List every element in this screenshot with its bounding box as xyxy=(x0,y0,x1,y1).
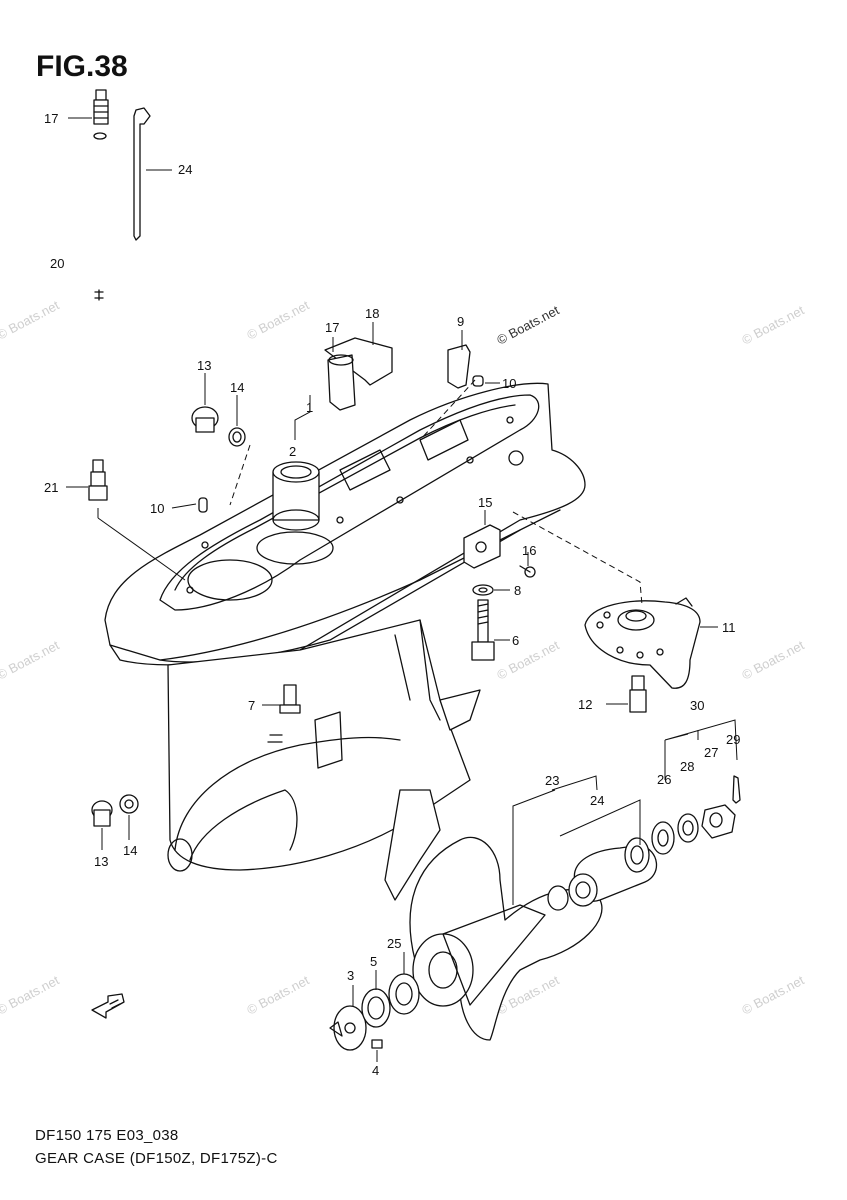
watermark: © Boats.net xyxy=(739,637,807,682)
callout-14-lower: 14 xyxy=(123,843,137,858)
part-10-pin-upper xyxy=(472,375,484,387)
callout-14-upper: 14 xyxy=(230,380,244,395)
callout-19: 17 xyxy=(44,111,58,126)
part-5-ring xyxy=(361,988,391,1028)
callout-16: 16 xyxy=(522,543,536,558)
part-27-nut xyxy=(701,804,736,839)
callout-12: 12 xyxy=(578,697,592,712)
part-9-clip xyxy=(447,344,471,389)
part-21-fitting xyxy=(88,459,108,501)
callout-6: 6 xyxy=(512,633,519,648)
part-13-plug-upper xyxy=(191,406,219,433)
part-22-wire xyxy=(133,107,151,241)
watermark: © Boats.net xyxy=(244,297,312,342)
callout-8: 8 xyxy=(514,583,521,598)
callout-labels: 17 24 20 18 17 9 10 13 14 1 2 21 10 15 1… xyxy=(44,111,740,1078)
forward-arrow-icon xyxy=(91,993,125,1019)
watermark: © Boats.net xyxy=(244,972,312,1017)
part-10-pin-left xyxy=(198,497,208,513)
callout-24: 24 xyxy=(590,793,604,808)
callout-13-lower: 13 xyxy=(94,854,108,869)
callout-10-left: 10 xyxy=(150,501,164,516)
part-16-screw xyxy=(519,565,536,578)
part-6-bolt xyxy=(471,599,495,661)
callout-22: 24 xyxy=(178,162,192,177)
part-26-washer xyxy=(651,821,675,855)
callout-13-upper: 13 xyxy=(197,358,211,373)
part-14-washer-lower xyxy=(119,794,139,814)
part-25-ring-outer xyxy=(388,973,420,1015)
callout-1: 1 xyxy=(306,400,313,415)
callout-5: 5 xyxy=(370,954,377,969)
part-11-trim-tab xyxy=(584,597,701,689)
callout-9: 9 xyxy=(457,314,464,329)
watermark: © Boats.net xyxy=(0,297,62,342)
part-13-plug-lower xyxy=(91,800,113,827)
callout-20: 20 xyxy=(50,256,64,271)
callout-2: 2 xyxy=(289,444,296,459)
part-3-thrust-washer xyxy=(329,1005,367,1051)
watermark: © Boats.net xyxy=(0,637,62,682)
callout-28: 28 xyxy=(680,759,694,774)
watermark: © Boats.net xyxy=(494,637,562,682)
callout-4: 4 xyxy=(372,1063,379,1078)
part-29-cotter-pin xyxy=(732,775,741,804)
callout-30: 30 xyxy=(690,698,704,713)
callout-25: 25 xyxy=(387,936,401,951)
callout-17: 17 xyxy=(325,320,339,335)
callout-7: 7 xyxy=(248,698,255,713)
callout-leaders xyxy=(66,117,738,1062)
callout-29: 29 xyxy=(726,732,740,747)
part-14-washer-upper xyxy=(228,427,246,447)
part-20-clip xyxy=(94,289,104,301)
watermark: © Boats.net xyxy=(494,302,562,347)
figure-caption: GEAR CASE (DF150Z, DF175Z)-C xyxy=(35,1150,278,1167)
part-17-18-bracket xyxy=(324,337,393,411)
part-25-ring-inner xyxy=(624,837,650,873)
callout-23: 23 xyxy=(545,773,559,788)
figure-title: FIG.38 xyxy=(36,50,128,83)
callout-26: 26 xyxy=(657,772,671,787)
part-12-bolt xyxy=(629,675,647,713)
propeller xyxy=(409,836,603,1041)
watermark: © Boats.net xyxy=(739,302,807,347)
part-19-fitting xyxy=(93,89,109,140)
dashed-reference-lines xyxy=(97,379,643,606)
gear-case-housing xyxy=(104,382,586,901)
callout-18: 18 xyxy=(365,306,379,321)
part-8-washer xyxy=(472,584,494,596)
watermark: © Boats.net xyxy=(0,972,62,1017)
watermark: © Boats.net xyxy=(739,972,807,1017)
part-28-washer xyxy=(677,813,699,843)
callout-11: 11 xyxy=(722,620,736,635)
callout-10-upper: 10 xyxy=(502,376,516,391)
callout-15: 15 xyxy=(478,495,492,510)
part-15-anode xyxy=(463,524,501,569)
callout-3: 3 xyxy=(347,968,354,983)
part-4-pin xyxy=(371,1039,383,1049)
callout-27: 27 xyxy=(704,745,718,760)
callout-21: 21 xyxy=(44,480,58,495)
figure-code: DF150 175 E03_038 xyxy=(35,1127,179,1144)
